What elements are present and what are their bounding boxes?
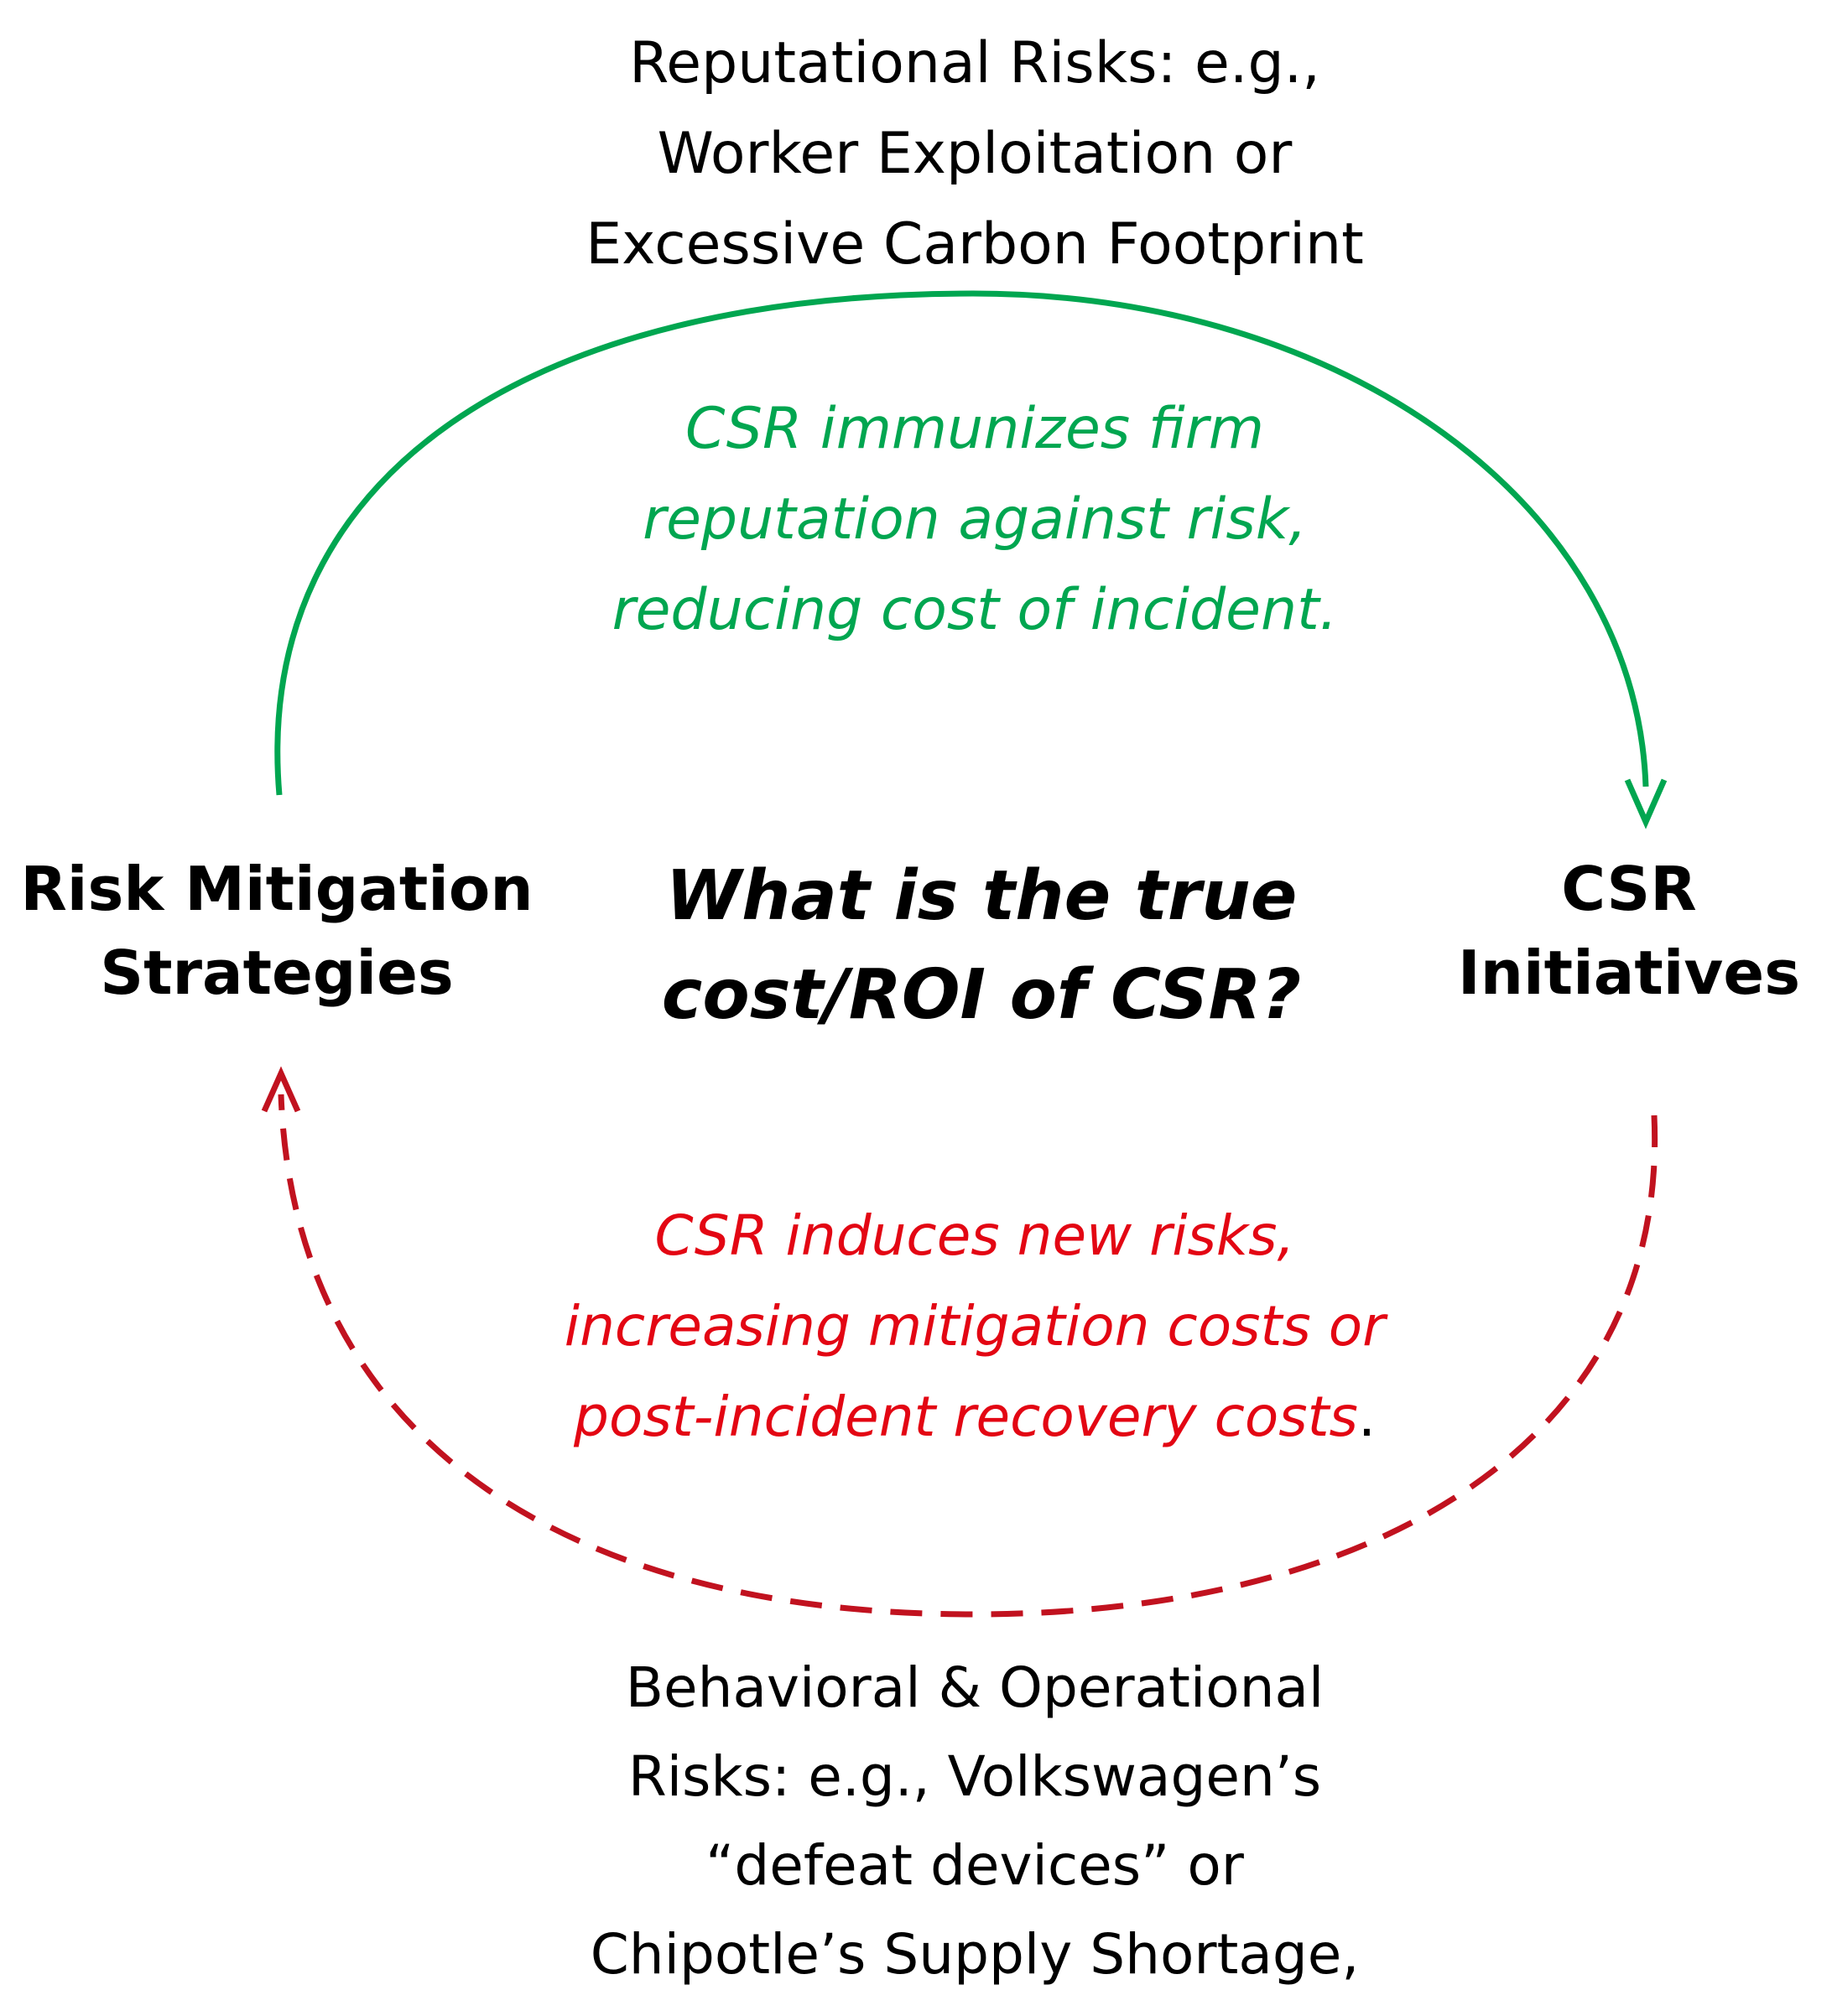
center-question: What is the true cost/ROI of CSR? xyxy=(661,856,1302,1035)
green-arrowhead xyxy=(1624,778,1668,829)
red-arrow-arc xyxy=(278,1094,1658,1618)
red-arrowhead xyxy=(261,1066,301,1113)
green-arrow-label: CSR immunizes firm reputation against ri… xyxy=(612,396,1338,643)
green-arrow-arc xyxy=(274,290,1649,796)
trailing-period: . xyxy=(1357,1385,1376,1449)
red-arrow-label: CSR induces new risks, increasing mitiga… xyxy=(564,1203,1386,1449)
risk-mitigation-node: Risk Mitigation Strategies xyxy=(20,854,533,1008)
behavioral-risks-label: Behavioral & Operational Risks: e.g., Vo… xyxy=(590,1655,1360,1987)
csr-initiatives-node: CSR Initiatives xyxy=(1457,854,1801,1008)
reputational-risks-label: Reputational Risks: e.g., Worker Exploit… xyxy=(586,30,1364,278)
